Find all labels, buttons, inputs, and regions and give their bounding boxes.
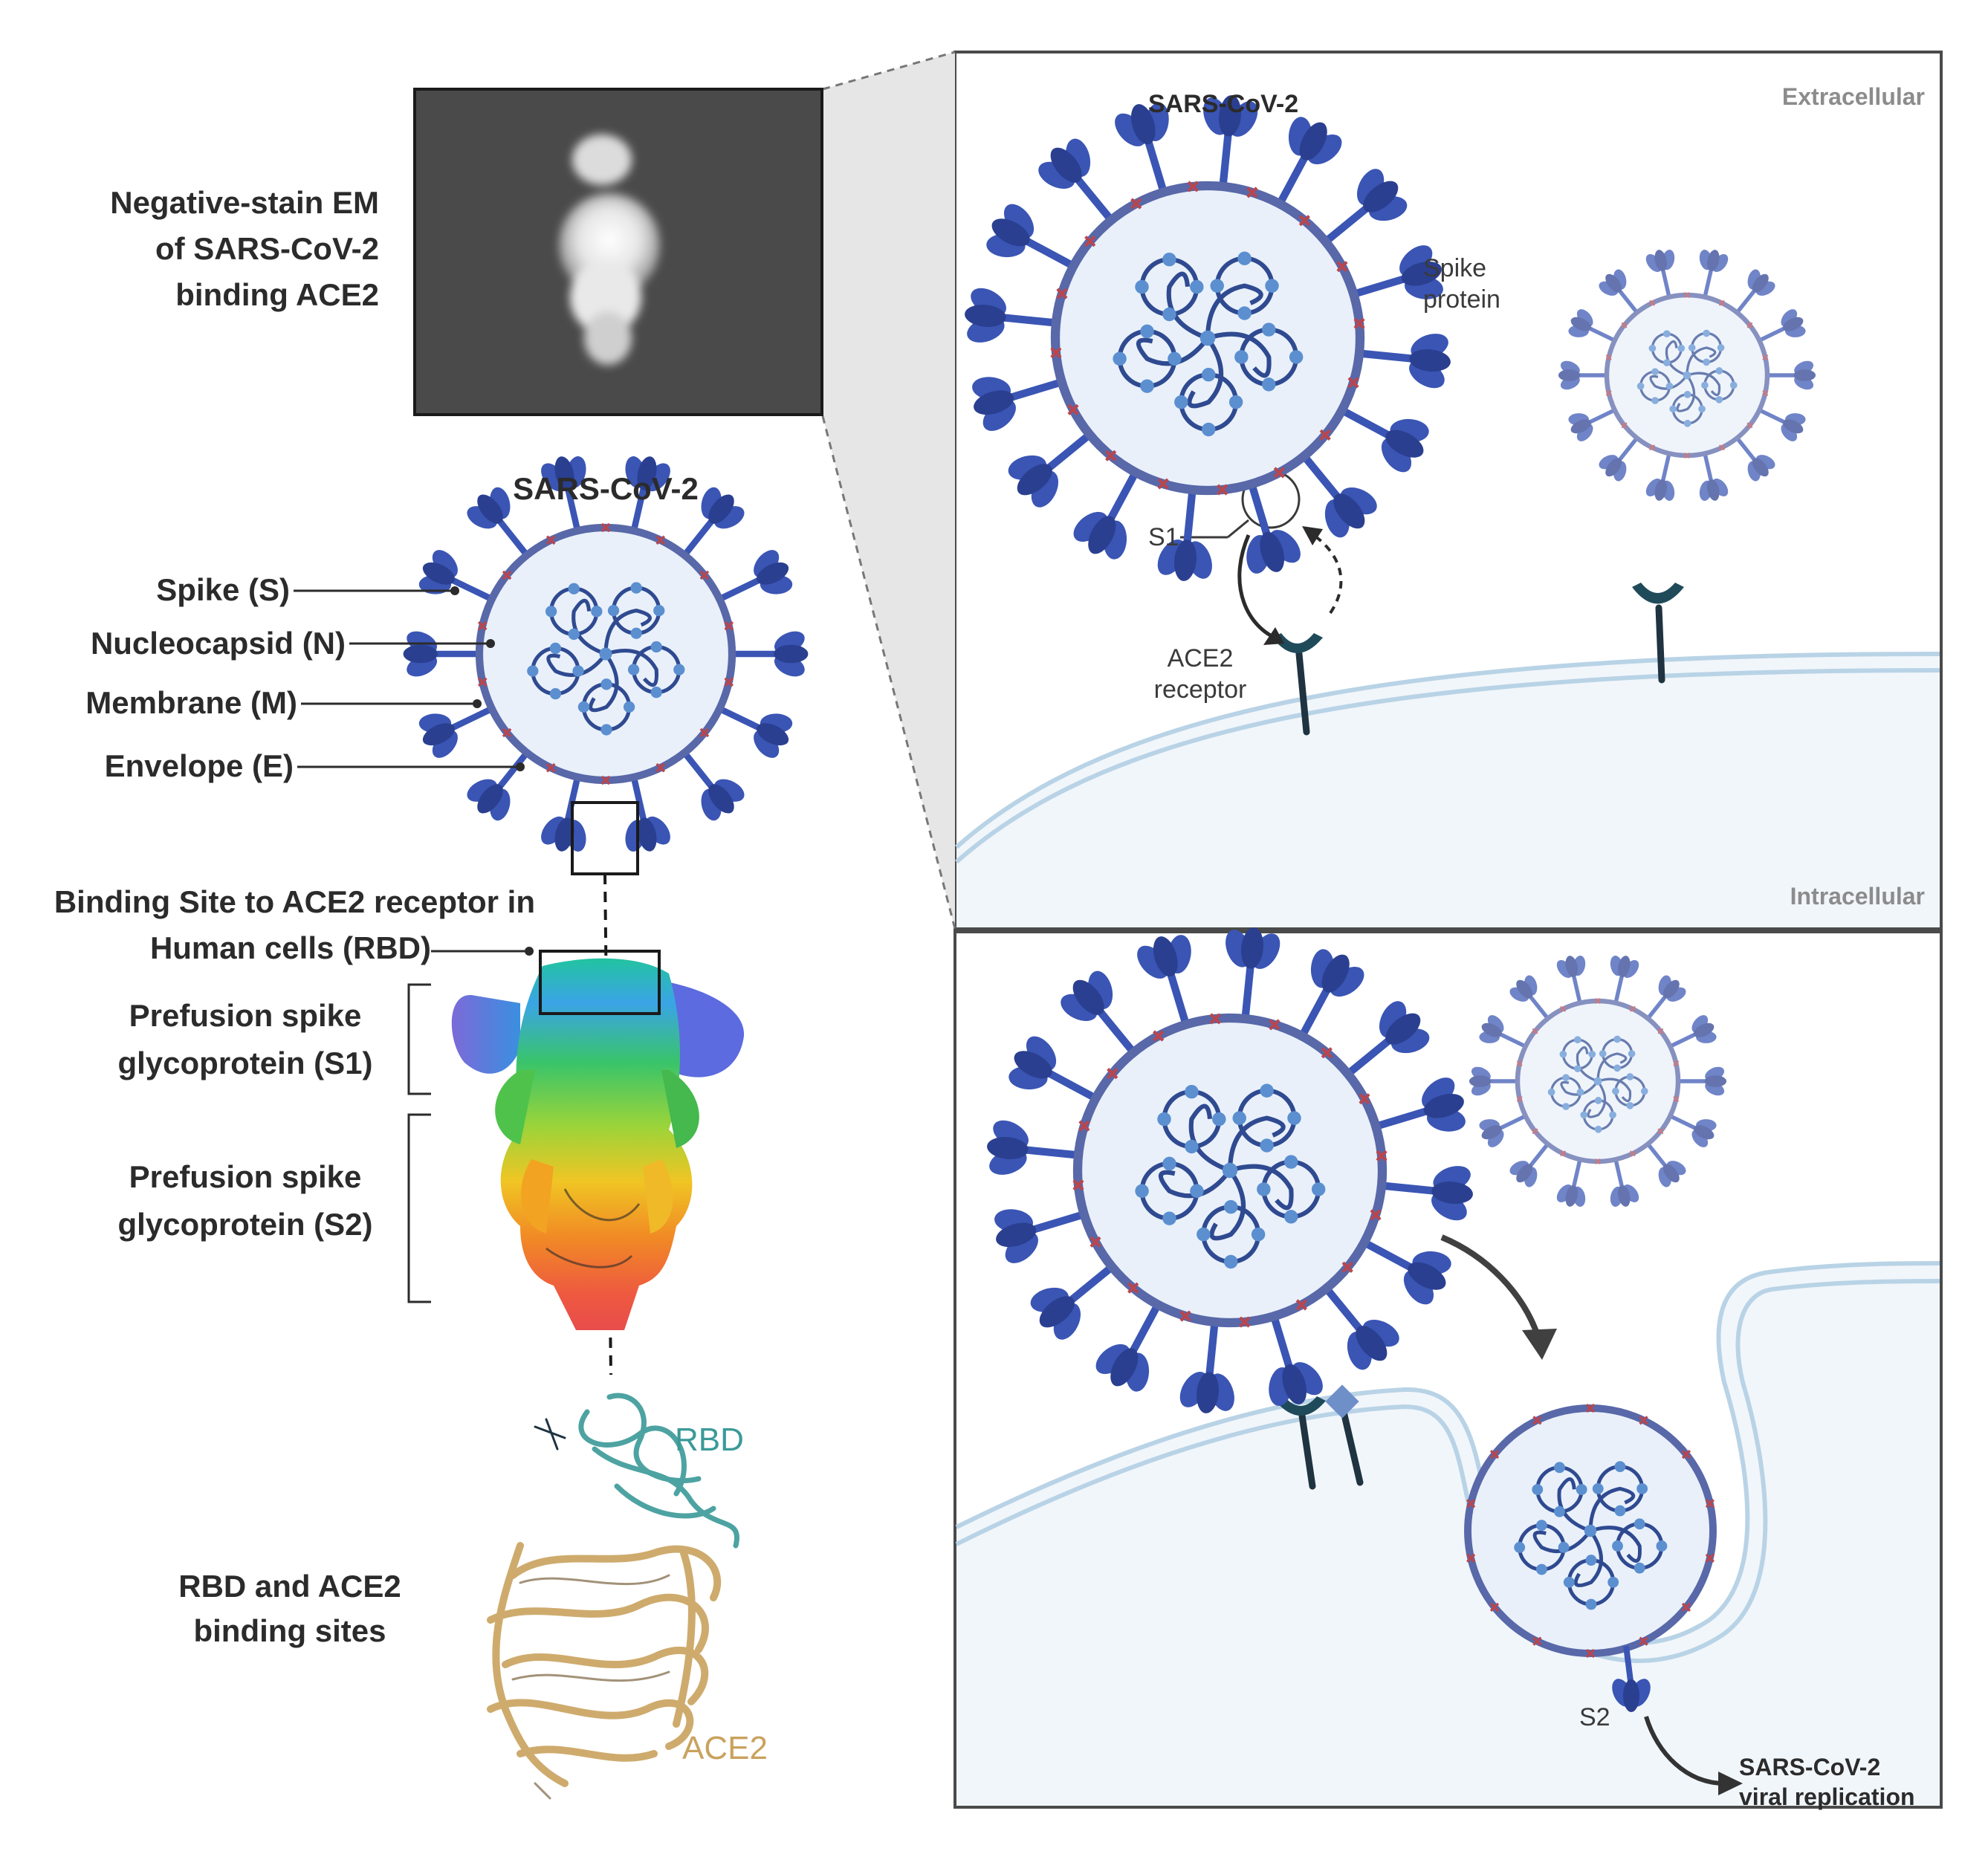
bottom-virus-faded (1469, 956, 1727, 1207)
top-cell-membrane-line2 (955, 668, 1940, 864)
spike-protein-label: Spike protein (1423, 253, 1500, 315)
ace2-receptor-line-1: ACE2 (1167, 644, 1234, 673)
extracellular-label: Extracellular (1781, 83, 1925, 110)
rbd-ace2-structure (487, 1393, 739, 1800)
em-caption-line-1: Negative-stain EM (110, 185, 379, 220)
label-nucleocapsid: Nucleocapsid (N) (90, 626, 346, 661)
bottom-receptor-tmprss2 (1325, 1384, 1364, 1486)
ace2-tag: ACE2 (682, 1730, 768, 1766)
rbd-ace2-label: RBD and ACE2 binding sites (134, 1564, 446, 1653)
top-virus-faded (1558, 250, 1816, 501)
label-spike: Spike (S) (156, 572, 290, 607)
internalized-virus (1464, 1403, 1717, 1659)
s2-spike-shape (1612, 1645, 1651, 1712)
label-membrane: Membrane (M) (85, 685, 297, 720)
replication-arrow (1644, 1716, 1725, 1786)
bottom-cell-fill (956, 1263, 1940, 1806)
em-caption-line-3: binding ACE2 (175, 277, 379, 312)
ace2-receptor-label: ACE2 receptor (1137, 643, 1263, 705)
bottom-panel (953, 930, 1943, 1809)
binding-site-line-2: Human cells (RBD) (149, 930, 431, 965)
binding-site-label: Binding Site to ACE2 receptor in Human c… (15, 879, 535, 971)
rbd-tag: RBD (675, 1422, 744, 1458)
top-virus-title: SARS-CoV-2 (1148, 90, 1299, 118)
replication-line-2: viral replication (1739, 1783, 1915, 1810)
top-virus-main (965, 95, 1451, 581)
spike-glycoprotein-structure (451, 950, 745, 1330)
s1-label-line-2: glycoprotein (S1) (117, 1046, 373, 1080)
entry-arrow-head (1522, 1329, 1557, 1360)
top-panel (953, 51, 1943, 930)
binding-arrow (1237, 534, 1279, 641)
binding-arrow-head (1263, 627, 1284, 645)
zoom-line-top (822, 51, 956, 91)
s2-label: Prefusion spike glycoprotein (S2) (89, 1153, 401, 1248)
s2-tag: S2 (1579, 1703, 1610, 1731)
zoom-wedge (823, 52, 955, 929)
s2-label-line-2: glycoprotein (S2) (117, 1207, 373, 1242)
em-caption-line-2: of SARS-CoV-2 (155, 231, 379, 266)
em-image (413, 88, 823, 416)
rbd-ace2-line-2: binding sites (193, 1613, 386, 1648)
s1-label: Prefusion spike glycoprotein (S1) (89, 992, 401, 1087)
rbd-ace2-line-1: RBD and ACE2 (178, 1569, 401, 1604)
intracellular-label: Intracellular (1790, 883, 1925, 910)
top-cell-membrane-line1 (955, 652, 1940, 849)
release-arrow-head (1302, 526, 1323, 545)
em-caption: Negative-stain EM of SARS-CoV-2 binding … (30, 180, 379, 318)
s1-label-line-1: Prefusion spike (129, 998, 362, 1033)
left-virus-title: SARS-CoV-2 (513, 471, 699, 506)
spike-protein-line-1: Spike (1423, 254, 1487, 282)
bottom-receptor-ace2 (1275, 1396, 1326, 1490)
replication-label: SARS-CoV-2 viral replication (1739, 1752, 1915, 1812)
bottom-virus-main (987, 927, 1473, 1413)
s2-label-line-1: Prefusion spike (129, 1159, 362, 1194)
s1-tag: S1 (1148, 523, 1179, 551)
release-arrow-dashed (1307, 530, 1343, 615)
ace2-receptor-line-2: receptor (1153, 675, 1247, 704)
ace2-receptor-shape-2 (1632, 583, 1684, 684)
spike-protein-line-2: protein (1423, 285, 1500, 314)
left-virus (403, 456, 809, 852)
replication-line-1: SARS-CoV-2 (1739, 1754, 1881, 1780)
left-callouts (294, 586, 534, 1303)
entry-arrow (1440, 1234, 1541, 1339)
s1-leader-2 (1227, 519, 1249, 539)
rbd-highlight-box (539, 950, 661, 1015)
top-cell-membrane-outer (956, 654, 1940, 927)
replication-arrow-head (1718, 1772, 1743, 1795)
binding-site-line-1: Binding Site to ACE2 receptor in (54, 884, 535, 919)
label-envelope: Envelope (E) (104, 748, 294, 783)
ace2-receptor-shape-1 (1272, 633, 1323, 736)
